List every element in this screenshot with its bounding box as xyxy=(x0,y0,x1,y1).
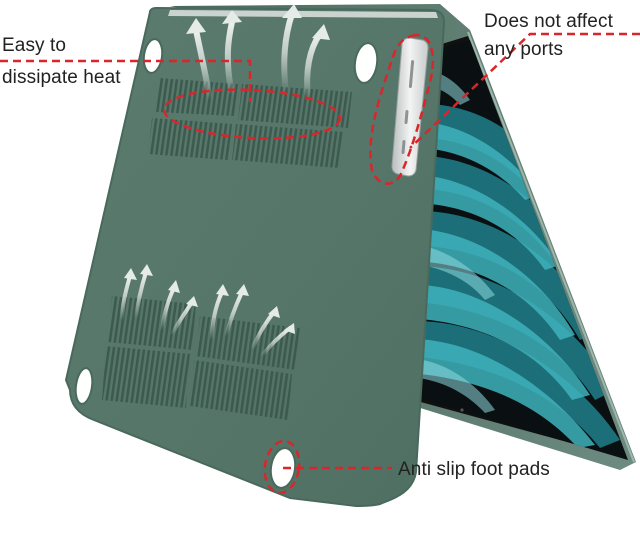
heat-callout-line xyxy=(0,59,252,102)
arrow-heads-top xyxy=(186,4,330,40)
foot-pad-bottom-left xyxy=(74,367,94,405)
foot-pad-top-right xyxy=(353,42,379,84)
port-slot xyxy=(401,140,406,155)
vent-grille-top xyxy=(148,78,352,168)
heat-callout-ellipse xyxy=(162,88,342,140)
port-slot xyxy=(404,110,409,125)
arrow-heads-bottom xyxy=(124,264,295,334)
feet-callout-label: Anti slip foot pads xyxy=(398,459,550,480)
callout-lines xyxy=(0,32,640,495)
foot-pad-top-left xyxy=(142,38,164,74)
feet-callout-ellipse xyxy=(263,439,301,495)
port-slot xyxy=(408,60,415,88)
port-cutout xyxy=(391,37,429,177)
case-bottom-shell xyxy=(64,6,446,508)
vent-grille-bottom xyxy=(102,296,300,420)
heat-callout-label-line1: Easy to xyxy=(2,35,67,56)
heat-callout-label-line2: dissipate heat xyxy=(2,67,121,88)
ports-callout-label-line2: any ports xyxy=(484,39,564,60)
ports-callout-line xyxy=(409,32,640,149)
ports-callout-label-line1: Does not affect xyxy=(484,11,613,32)
ports-callout-outline xyxy=(369,33,435,185)
camera-icon xyxy=(460,408,464,412)
